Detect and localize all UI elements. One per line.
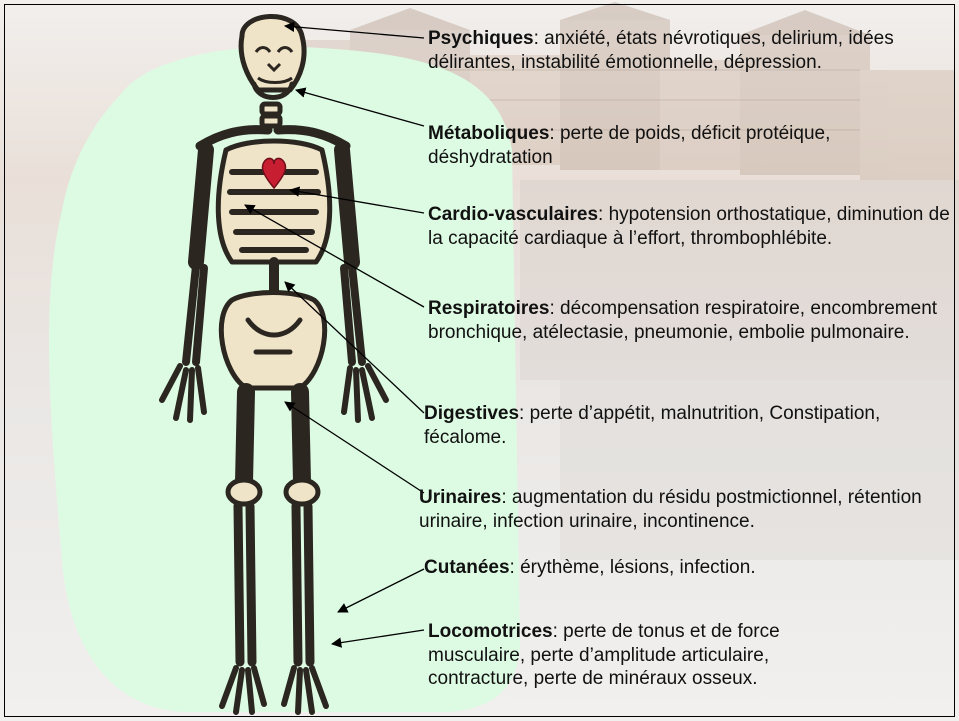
arrow-digestives	[285, 282, 424, 413]
arrow-metaboliques	[296, 90, 424, 126]
entry-heading: Locomotrices	[428, 621, 553, 642]
entry-heading: Respiratoires	[428, 298, 549, 319]
entry-text: : érythème, lésions, infection.	[510, 557, 756, 578]
entry-heading: Métaboliques	[428, 123, 549, 144]
entry-heading: Psychiques	[428, 28, 534, 49]
entry-heading: Cardio-vasculaires	[428, 204, 598, 225]
entry-cardio-vasculaires: Cardio-vasculaires: hypotension orthosta…	[428, 203, 958, 250]
entry-urinaires: Urinaires: augmentation du résidu postmi…	[419, 486, 959, 533]
arrow-respiratoires	[245, 205, 424, 307]
entry-cutanees: Cutanées: érythème, lésions, infection.	[424, 556, 944, 580]
entry-respiratoires: Respiratoires: décompensation respiratoi…	[428, 297, 953, 344]
arrow-urinaires	[285, 402, 424, 493]
entry-locomotrices: Locomotrices: perte de tonus et de force…	[428, 620, 868, 691]
entry-psychiques: Psychiques: anxiété, états névrotiques, …	[428, 27, 958, 74]
arrow-cutanees	[338, 569, 424, 612]
entry-metaboliques: Métaboliques: perte de poids, déficit pr…	[428, 122, 948, 169]
arrow-cardio	[290, 190, 424, 213]
arrow-psychiques	[285, 26, 424, 38]
arrow-locomotrices	[332, 630, 424, 644]
entry-digestives: Digestives: perte d’appétit, malnutritio…	[424, 402, 924, 449]
entry-heading: Urinaires	[419, 487, 501, 508]
entry-heading: Cutanées	[424, 557, 510, 578]
entry-heading: Digestives	[424, 403, 519, 424]
